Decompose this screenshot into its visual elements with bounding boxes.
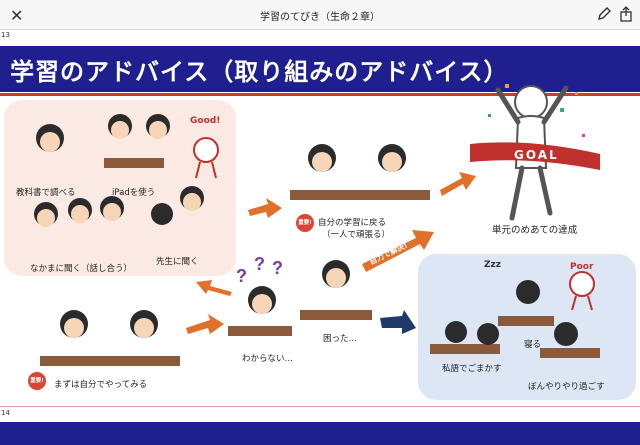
page-separator [0,406,640,407]
header-underline [0,93,640,96]
solve-arrow [362,230,434,272]
label-selfstudy: まずは自分でやってみる [54,380,148,390]
characters [40,158,600,366]
illustration-layer: ??? [34,84,600,366]
svg-text:?: ? [272,258,283,278]
label-sleep: 寝る [524,340,542,350]
label-dont-know: わからない… [242,354,294,364]
pencil-icon[interactable] [596,6,612,22]
svg-text:?: ? [254,254,265,274]
page-number-top: 13 [1,31,10,39]
mascot-good [193,137,219,179]
label-ipad: iPadを使う [112,188,156,198]
important-badge-return: 重要! [296,214,314,232]
share-icon[interactable] [618,6,634,22]
label-chat: 私語でごまかす [442,364,502,374]
close-icon[interactable]: ✕ [10,6,24,25]
arrow-to-goal [440,172,476,196]
svg-text:?: ? [236,266,247,286]
page-number-bottom: 14 [1,409,10,417]
next-slide-header-preview [0,422,640,445]
slide-heading: 学習のアドバイス（取り組みのアドバイス） [10,58,509,86]
label-good: Good! [190,116,221,126]
arrow-to-good [196,280,232,296]
label-troubled: 困った… [323,334,358,344]
question-marks: ??? [236,254,283,286]
label-goal-caption: 単元のめあての達成 [492,225,578,236]
document-title: 学習のてびき（生命２章） [260,12,380,23]
arrow-to-return [248,198,282,218]
label-return-1: 自分の学習に戻る [318,218,387,228]
label-zzz: Zzz [484,260,502,270]
label-return-2: （一人で頑張る） [322,230,391,240]
arrow-to-poor [380,310,416,334]
important-badge-selfstudy: 重要! [28,372,46,390]
slide-header: 学習のアドバイス（取り組みのアドバイス） [0,46,640,96]
mascot-poor [569,271,595,311]
label-zone-out: ぼんやりやり過ごす [528,382,605,392]
goal-figure [470,84,600,221]
faces [37,121,402,338]
label-teacher: 先生に聞く [156,257,199,267]
label-friends: なかまに聞く（話し合う） [30,264,133,274]
label-goal-banner: GOAL [514,148,559,162]
slide: 学習のアドバイス（取り組みのアドバイス） [0,38,640,406]
app-toolbar: ✕ 学習のてびき（生命２章） [0,0,640,30]
label-poor: Poor [570,262,594,272]
label-textbook: 教科書で調べる [16,188,76,198]
arrow-to-dontknow [186,314,224,334]
